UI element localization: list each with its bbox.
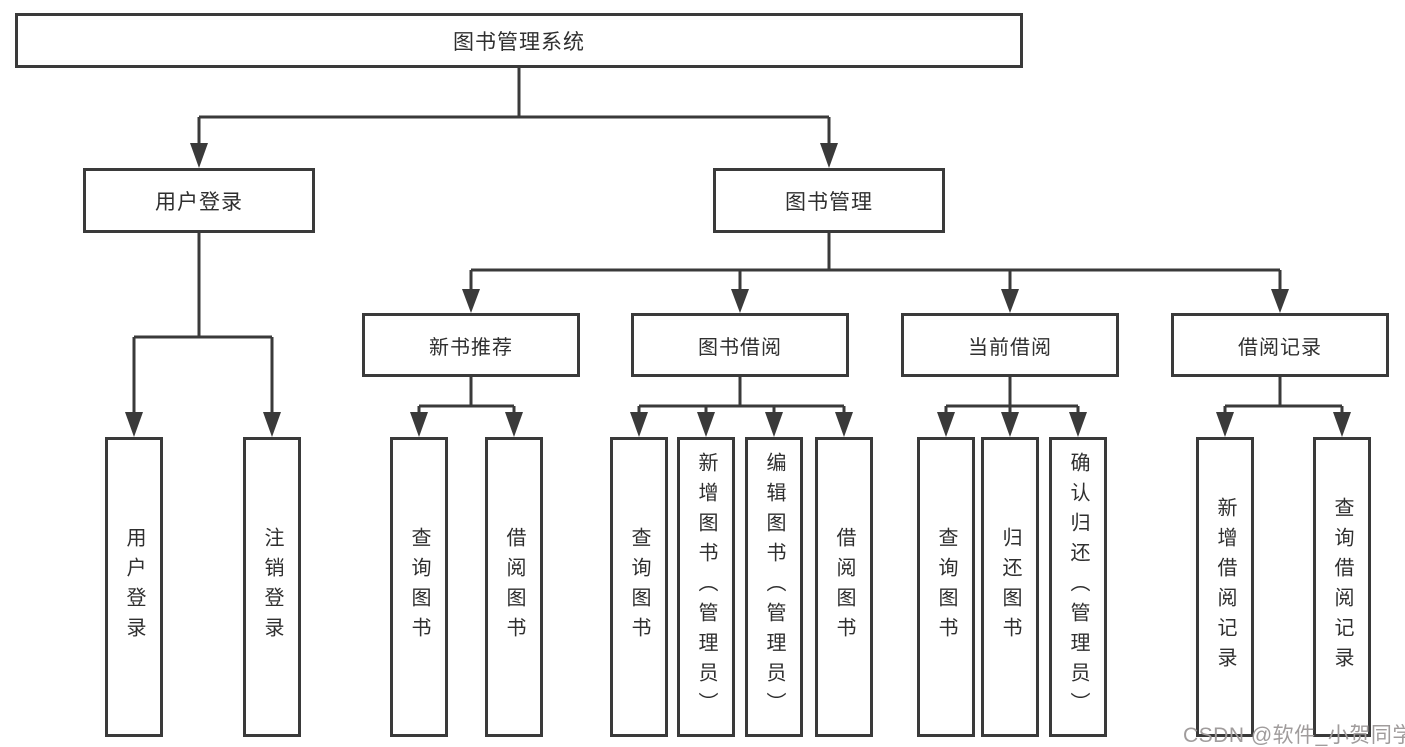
leaf-label: 新增借阅记录	[1214, 497, 1236, 677]
node-borrowing-records: 借阅记录	[1171, 313, 1389, 377]
leaf-edit-books-admin: 编辑图书（管理员）	[745, 437, 803, 737]
node-label: 图书管理系统	[453, 30, 585, 54]
leaf-logout: 注销登录	[243, 437, 301, 737]
leaf-add-borrow-record: 新增借阅记录	[1196, 437, 1254, 737]
leaf-label: 查询图书	[935, 527, 957, 647]
leaf-user-login: 用户登录	[105, 437, 163, 737]
leaf-label: 归还图书	[999, 527, 1021, 647]
leaf-query-books-current: 查询图书	[917, 437, 975, 737]
leaf-query-borrow-record: 查询借阅记录	[1313, 437, 1371, 737]
leaf-label: 查询图书	[628, 527, 650, 647]
leaf-borrow-books-recommend: 借阅图书	[485, 437, 543, 737]
node-library-management-system: 图书管理系统	[15, 13, 1023, 68]
leaf-query-books-borrowing: 查询图书	[610, 437, 668, 737]
node-label: 当前借阅	[968, 336, 1052, 359]
node-label: 新书推荐	[429, 336, 513, 359]
node-label: 图书借阅	[698, 336, 782, 359]
node-book-borrowing: 图书借阅	[631, 313, 849, 377]
leaf-label: 编辑图书（管理员）	[763, 452, 785, 722]
leaf-label: 用户登录	[123, 527, 145, 647]
node-current-borrowing: 当前借阅	[901, 313, 1119, 377]
leaf-return-books: 归还图书	[981, 437, 1039, 737]
leaf-label: 查询图书	[408, 527, 430, 647]
arrowheads	[125, 143, 1351, 437]
leaf-borrow-books-borrowing: 借阅图书	[815, 437, 873, 737]
node-label: 图书管理	[785, 190, 873, 214]
leaf-label: 新增图书（管理员）	[695, 452, 717, 722]
leaf-label: 借阅图书	[833, 527, 855, 647]
node-user-login: 用户登录	[83, 168, 315, 233]
leaf-confirm-return-admin: 确认归还（管理员）	[1049, 437, 1107, 737]
leaf-label: 确认归还（管理员）	[1067, 452, 1089, 722]
node-label: 借阅记录	[1238, 336, 1322, 359]
node-label: 用户登录	[155, 190, 243, 214]
leaf-label: 查询借阅记录	[1331, 497, 1353, 677]
leaf-label: 借阅图书	[503, 527, 525, 647]
csdn-watermark: CSDN @软件_小贺同学	[1183, 724, 1405, 747]
leaf-query-books-recommend: 查询图书	[390, 437, 448, 737]
leaf-label: 注销登录	[261, 527, 283, 647]
leaf-add-books-admin: 新增图书（管理员）	[677, 437, 735, 737]
node-new-book-recommendation: 新书推荐	[362, 313, 580, 377]
node-book-management: 图书管理	[713, 168, 945, 233]
